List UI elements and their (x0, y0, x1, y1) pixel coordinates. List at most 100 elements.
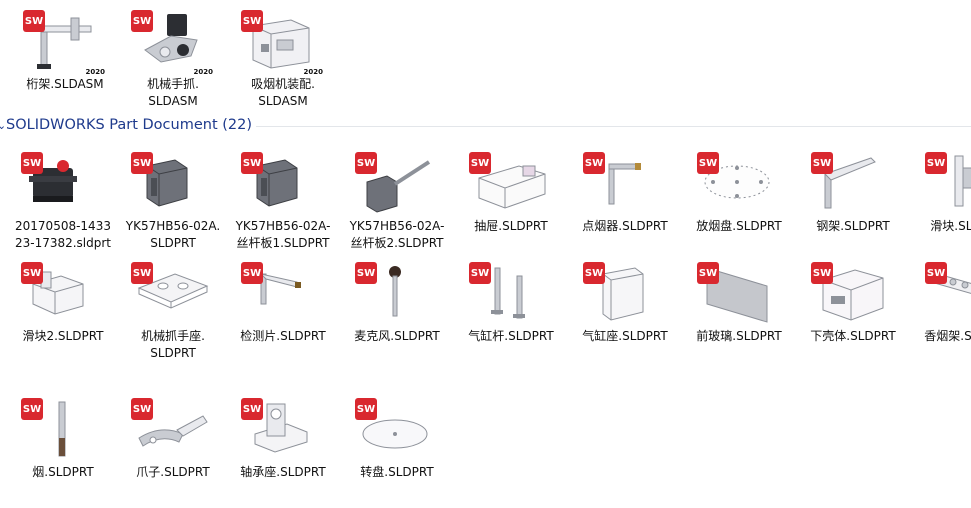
file-name: YK57HB56-02A- 丝杆板2.SLDPRT (349, 219, 445, 250)
svg-text:SW: SW (133, 404, 151, 415)
svg-text:SW: SW (23, 268, 41, 279)
file-item[interactable]: SW 机械抓手座. SLDPRT (116, 262, 230, 362)
solidworks-badge-icon: SW (469, 262, 491, 284)
file-item[interactable]: SW 轴承座.SLDPRT (226, 398, 340, 481)
solidworks-badge-icon: SW (131, 398, 153, 420)
file-name: 爪子.SLDPRT (136, 465, 210, 479)
svg-text:SW: SW (25, 16, 43, 27)
file-name: 香烟架.SLDPRT (924, 329, 971, 343)
solidworks-badge-icon: SW (355, 262, 377, 284)
claw-gear-icon: SW (131, 398, 215, 462)
file-item[interactable]: SW 烟.SLDPRT (6, 398, 120, 481)
cylinder-rod-icon: SW (469, 262, 553, 326)
solidworks-badge-icon: SW (131, 152, 153, 174)
solidworks-badge-icon: SW (925, 262, 947, 284)
file-name: 烟.SLDPRT (32, 465, 94, 479)
gripper-assembly-icon: SW 2020 (131, 10, 215, 76)
svg-text:SW: SW (813, 158, 831, 169)
solidworks-badge-icon: SW (21, 398, 43, 420)
solidworks-badge-icon: SW (355, 398, 377, 420)
svg-text:SW: SW (699, 158, 717, 169)
stepper-motor-icon: SW (131, 152, 215, 216)
group-divider (256, 126, 971, 127)
file-name: 放烟盘.SLDPRT (696, 219, 782, 233)
microphone-icon: SW (355, 262, 439, 326)
sensor-plate-icon: SW (241, 262, 325, 326)
plate-icon: SW (131, 262, 215, 326)
file-name: 机械抓手座. SLDPRT (141, 329, 205, 360)
file-item[interactable]: SW 放烟盘.SLDPRT (682, 152, 796, 235)
svg-text:SW: SW (133, 268, 151, 279)
svg-text:SW: SW (471, 158, 489, 169)
file-item[interactable]: SW 滑块.SLDPRT (910, 152, 971, 235)
solidworks-badge-icon: SW (131, 10, 153, 32)
file-name: 轴承座.SLDPRT (240, 465, 326, 479)
stepper-shaft-icon: SW (355, 152, 439, 216)
file-name: 麦克风.SLDPRT (354, 329, 440, 343)
svg-text:SW: SW (585, 268, 603, 279)
turntable-icon: SW (355, 398, 439, 462)
file-name: YK57HB56-02A- 丝杆板1.SLDPRT (235, 219, 331, 250)
version-label: 2020 (302, 68, 324, 76)
file-item[interactable]: SW YK57HB56-02A- 丝杆板1.SLDPRT (226, 152, 340, 252)
svg-text:SW: SW (927, 158, 945, 169)
truss-assembly-icon: SW 2020 (23, 10, 107, 76)
glass-panel-icon: SW (697, 262, 781, 326)
file-item[interactable]: SW 20170508-1433 23-17382.sldprt (6, 152, 120, 252)
svg-text:SW: SW (133, 16, 151, 27)
file-name: 前玻璃.SLDPRT (696, 329, 782, 343)
file-name: 抽屉.SLDPRT (474, 219, 548, 233)
svg-text:SW: SW (23, 158, 41, 169)
solidworks-badge-icon: SW (469, 152, 491, 174)
svg-text:SW: SW (927, 268, 945, 279)
svg-text:SW: SW (243, 158, 261, 169)
file-item[interactable]: SW 检测片.SLDPRT (226, 262, 340, 345)
solidworks-badge-icon: SW (241, 152, 263, 174)
solidworks-badge-icon: SW (811, 152, 833, 174)
version-label: 2020 (84, 68, 106, 76)
file-item[interactable]: SW 滑块2.SLDPRT (6, 262, 120, 345)
file-item[interactable]: SW 香烟架.SLDPRT (910, 262, 971, 345)
slider-icon: SW (925, 152, 971, 216)
chevron-down-icon[interactable]: ⌄ (0, 119, 7, 132)
solidworks-badge-icon: SW (811, 262, 833, 284)
file-item[interactable]: SW 气缸座.SLDPRT (568, 262, 682, 345)
solidworks-badge-icon: SW (131, 262, 153, 284)
file-name: 滑块.SLDPRT (930, 219, 971, 233)
file-name: 20170508-1433 23-17382.sldprt (14, 219, 112, 250)
file-item[interactable]: SW 下壳体.SLDPRT (796, 262, 910, 345)
file-name: 下壳体.SLDPRT (810, 329, 896, 343)
solidworks-badge-icon: SW (23, 10, 45, 32)
file-item[interactable]: SW 前玻璃.SLDPRT (682, 262, 796, 345)
group-header-part-documents[interactable]: ⌄ SOLIDWORKS Part Document (22) (0, 116, 971, 136)
solidworks-badge-icon: SW (583, 152, 605, 174)
file-item[interactable]: SW 抽屉.SLDPRT (454, 152, 568, 235)
version-label: 2020 (192, 68, 214, 76)
solidworks-badge-icon: SW (241, 398, 263, 420)
file-name: 气缸座.SLDPRT (582, 329, 668, 343)
file-name: 机械手抓. SLDASM (147, 77, 199, 108)
file-item[interactable]: SW 麦克风.SLDPRT (340, 262, 454, 345)
file-name: 吸烟机装配. SLDASM (251, 77, 315, 108)
steel-frame-icon: SW (811, 152, 895, 216)
lower-shell-icon: SW (811, 262, 895, 326)
file-name: 检测片.SLDPRT (240, 329, 326, 343)
svg-text:SW: SW (585, 158, 603, 169)
cylinder-base-icon: SW (583, 262, 667, 326)
file-name: 滑块2.SLDPRT (22, 329, 104, 343)
slider-block-icon: SW (21, 262, 105, 326)
cigarette-rack-icon: SW (925, 262, 971, 326)
svg-text:SW: SW (243, 268, 261, 279)
file-item[interactable]: SW 爪子.SLDPRT (116, 398, 230, 481)
svg-text:SW: SW (23, 404, 41, 415)
